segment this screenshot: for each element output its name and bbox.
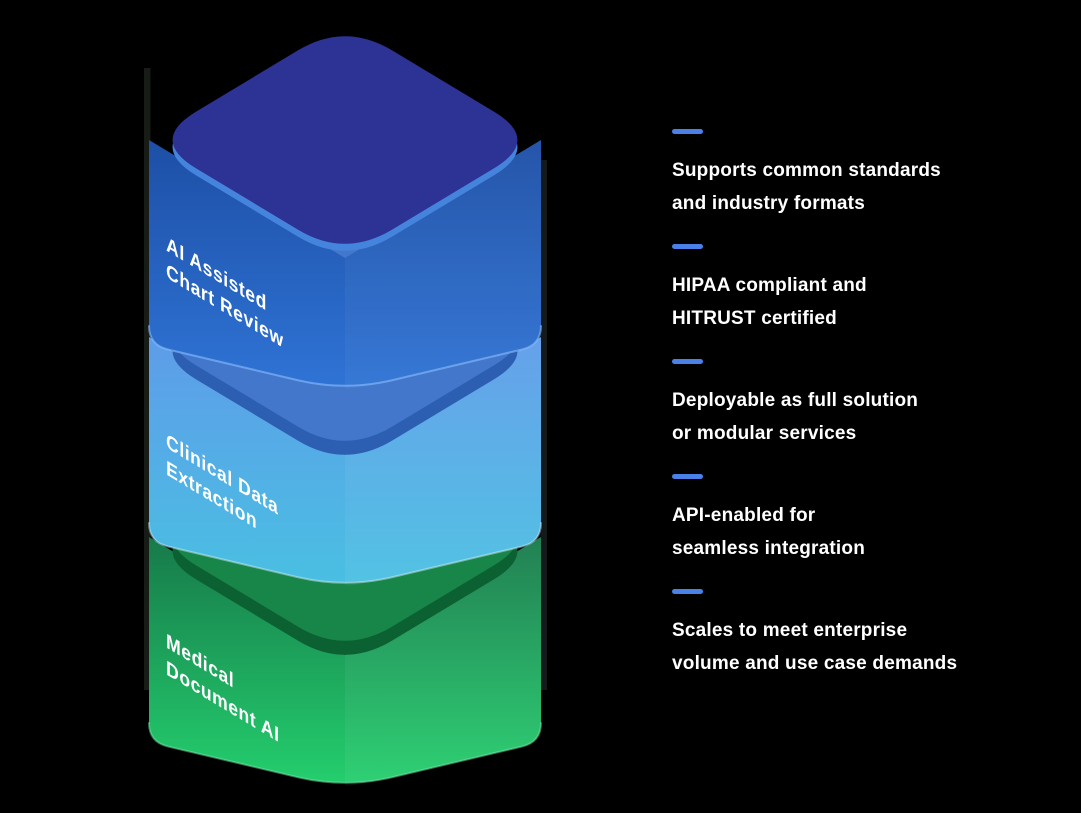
back-edge-strip-right	[540, 160, 547, 690]
feature-list: Supports common standards and industry f…	[672, 129, 1002, 704]
accent-dash-icon	[672, 359, 703, 364]
layer-bottom-edge-highlight	[148, 325, 542, 387]
layer-right-face-tint	[345, 337, 541, 586]
feature-text-line1: Supports common standards	[672, 160, 941, 181]
layer-ai-assisted-chart-review: AI Assisted Chart Review	[148, 36, 542, 389]
feature-text-line1: HIPAA compliant and	[672, 275, 867, 296]
feature-text-line2: or modular services	[672, 423, 857, 444]
layer-right-face-tint	[345, 537, 541, 786]
layer-bottom-edge-highlight	[148, 522, 542, 584]
feature-text-line2: HITRUST certified	[672, 308, 837, 329]
back-edge-strip-left	[144, 68, 151, 690]
feature-text-line1: Scales to meet enterprise	[672, 620, 908, 641]
accent-dash-icon	[672, 474, 703, 479]
accent-dash-icon	[672, 244, 703, 249]
feature-text-line1: Deployable as full solution	[672, 390, 919, 411]
accent-dash-icon	[672, 129, 703, 134]
feature-item: API-enabled for seamless integration	[672, 474, 1002, 565]
feature-text-line2: and industry formats	[672, 193, 865, 214]
feature-text-line2: volume and use case demands	[672, 653, 958, 674]
layer-right-face-tint	[345, 140, 541, 389]
feature-item: Scales to meet enterprise volume and use…	[672, 589, 1002, 680]
layer-top-face	[172, 36, 518, 244]
feature-item: Supports common standards and industry f…	[672, 129, 1002, 220]
accent-dash-icon	[672, 589, 703, 594]
feature-text-line2: seamless integration	[672, 538, 866, 559]
feature-item: Deployable as full solution or modular s…	[672, 359, 1002, 450]
feature-item: HIPAA compliant and HITRUST certified	[672, 244, 1002, 335]
layer-bottom-edge-highlight	[148, 722, 542, 784]
feature-text-line1: API-enabled for	[672, 505, 816, 526]
